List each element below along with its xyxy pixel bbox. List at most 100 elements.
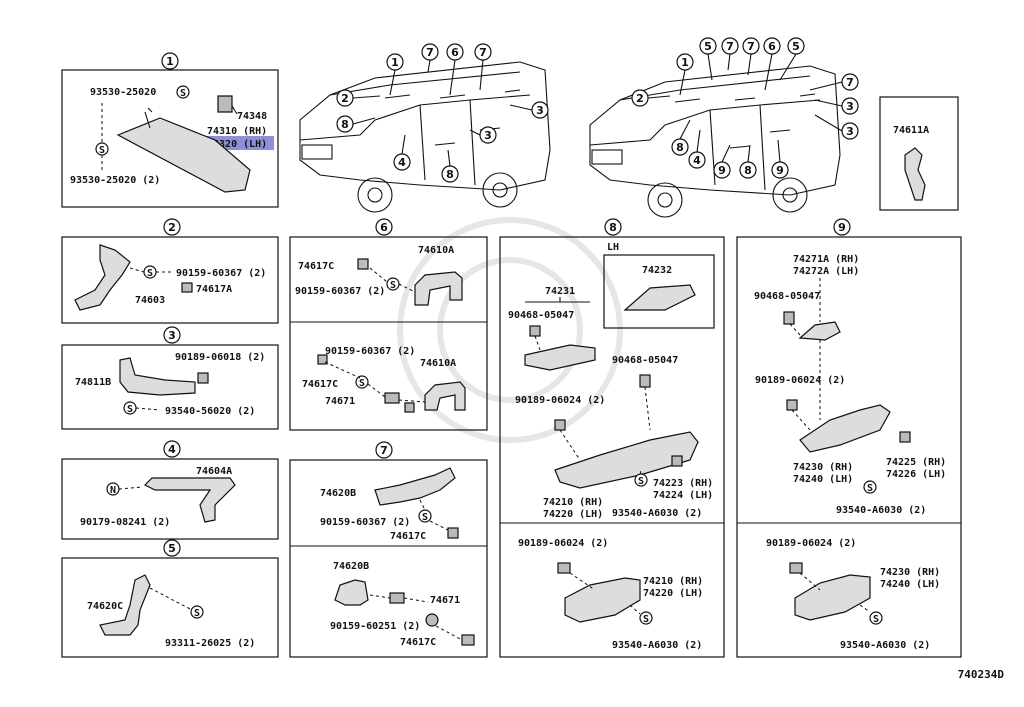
callout-4[interactable]: 4	[393, 153, 411, 171]
part-74225-rh[interactable]: 74225 (RH)	[886, 457, 946, 468]
clip-74225[interactable]	[899, 431, 911, 443]
clip-74223[interactable]	[671, 455, 683, 467]
grip-74610a-b[interactable]	[424, 381, 466, 411]
part-74617c[interactable]: 74617C	[298, 261, 334, 272]
part-74604a[interactable]: 74604A	[196, 466, 232, 477]
part-90468-05047[interactable]: 90468-05047	[508, 310, 574, 321]
callout-1[interactable]: 1	[386, 53, 404, 71]
part-74611a[interactable]: 74611A	[893, 125, 929, 136]
cap-74617c-7b[interactable]	[461, 634, 475, 646]
grip-74611a[interactable]	[904, 147, 926, 201]
bracket-74671[interactable]	[384, 392, 400, 404]
callout-8[interactable]: 8	[739, 161, 757, 179]
callout-9[interactable]: 9	[771, 161, 789, 179]
armrest-74210[interactable]	[554, 431, 699, 489]
part-90189-06024-9b[interactable]: 90189-06024 (2)	[766, 538, 856, 549]
part-74610a[interactable]: 74610A	[418, 245, 454, 256]
visor-holder[interactable]	[217, 95, 233, 113]
part-90189-06024[interactable]: 90189-06024 (2)	[515, 395, 605, 406]
callout-8[interactable]: 8	[441, 165, 459, 183]
part-90159-60367[interactable]: 90159-60367 (2)	[295, 286, 385, 297]
part-93530-25020-2[interactable]: 93530-25020 (2)	[70, 175, 160, 186]
clip-90468-05047-b[interactable]	[639, 374, 651, 388]
part-74272a-lh[interactable]: 74272A (LH)	[793, 266, 859, 277]
part-74617c-b[interactable]: 74617C	[302, 379, 338, 390]
clip-90468-05047-9[interactable]	[783, 311, 795, 325]
armrest-74230[interactable]	[799, 404, 891, 453]
part-74220-lh-b[interactable]: 74220 (LH)	[643, 588, 703, 599]
part-93540-a6030[interactable]: 93540-A6030 (2)	[612, 508, 702, 519]
part-74271a-rh[interactable]: 74271A (RH)	[793, 254, 859, 265]
part-90189-06024-b[interactable]: 90189-06024 (2)	[518, 538, 608, 549]
assist-grip-74620c[interactable]	[99, 574, 151, 636]
callout-7[interactable]: 7	[721, 37, 739, 55]
callout-1[interactable]: 1	[676, 53, 694, 71]
callout-4[interactable]: 4	[688, 151, 706, 169]
part-90159-60251[interactable]: 90159-60251 (2)	[330, 621, 420, 632]
callout-8[interactable]: 8	[336, 115, 354, 133]
part-74310-rh[interactable]: 74310 (RH)	[207, 126, 267, 137]
callout-6[interactable]: 6	[763, 37, 781, 55]
clip-90189-06024-b[interactable]	[557, 562, 571, 574]
callout-3[interactable]: 3	[531, 101, 549, 119]
part-90189-06018[interactable]: 90189-06018 (2)	[175, 352, 265, 363]
bracket-74671-7[interactable]	[389, 592, 405, 604]
callout-8[interactable]: 8	[671, 138, 689, 156]
part-74232[interactable]: 74232	[642, 265, 672, 276]
cap-74617a[interactable]	[181, 282, 193, 293]
part-74617c-7b[interactable]: 74617C	[400, 637, 436, 648]
part-74210-rh-b[interactable]: 74210 (RH)	[643, 576, 703, 587]
part-74617a[interactable]: 74617A	[196, 284, 232, 295]
callout-3[interactable]: 3	[479, 126, 497, 144]
part-93540-a6030-9[interactable]: 93540-A6030 (2)	[836, 505, 926, 516]
part-74620b[interactable]: 74620B	[320, 488, 356, 499]
part-74620b-b[interactable]: 74620B	[333, 561, 369, 572]
callout-9[interactable]: 9	[713, 161, 731, 179]
clip-90468-05047[interactable]	[529, 325, 541, 337]
part-74320-lh[interactable]: 74320 (LH)	[207, 139, 267, 150]
grip-74610a[interactable]	[414, 271, 463, 306]
part-74230-rh[interactable]: 74230 (RH)	[793, 462, 853, 473]
cap-74617c-b2[interactable]	[404, 402, 415, 413]
assist-grip-74603[interactable]	[74, 244, 131, 311]
sun-visor[interactable]	[116, 117, 251, 193]
part-90159-60367-7[interactable]: 90159-60367 (2)	[320, 517, 410, 528]
part-93540-a6030-b[interactable]: 93540-A6030 (2)	[612, 640, 702, 651]
callout-5[interactable]: 5	[787, 37, 805, 55]
screw-90159-60251[interactable]	[425, 613, 439, 627]
part-90159-60367-b[interactable]: 90159-60367 (2)	[325, 346, 415, 357]
part-74224-lh[interactable]: 74224 (LH)	[653, 490, 713, 501]
part-74617c-7[interactable]: 74617C	[390, 531, 426, 542]
part-74811b[interactable]: 74811B	[75, 377, 111, 388]
cap-74617c[interactable]	[357, 258, 369, 270]
part-74610a-b[interactable]: 74610A	[420, 358, 456, 369]
switch-base-74231[interactable]	[524, 344, 596, 371]
part-74210-rh[interactable]: 74210 (RH)	[543, 497, 603, 508]
part-90189-06024-9[interactable]: 90189-06024 (2)	[755, 375, 845, 386]
part-74348[interactable]: 74348	[237, 111, 267, 122]
part-74231[interactable]: 74231	[545, 286, 575, 297]
part-74620c[interactable]: 74620C	[87, 601, 123, 612]
clip-90189-06024-9[interactable]	[786, 399, 798, 411]
armrest-74210-b[interactable]	[564, 577, 641, 623]
clip-90189-06018[interactable]	[197, 372, 209, 384]
part-93530-25020[interactable]: 93530-25020	[90, 87, 156, 98]
part-74223-rh[interactable]: 74223 (RH)	[653, 478, 713, 489]
callout-3[interactable]: 3	[841, 97, 859, 115]
part-90159-60367[interactable]: 90159-60367 (2)	[176, 268, 266, 279]
callout-6[interactable]: 6	[446, 43, 464, 61]
part-90468-05047-9[interactable]: 90468-05047	[754, 291, 820, 302]
clip-90189-06024-9b[interactable]	[789, 562, 803, 574]
part-93311-26025[interactable]: 93311-26025 (2)	[165, 638, 255, 649]
cover-74232[interactable]	[623, 284, 696, 311]
grip-74620b-b[interactable]	[334, 579, 369, 606]
armrest-74230-b[interactable]	[794, 574, 871, 621]
part-74671[interactable]: 74671	[325, 396, 355, 407]
callout-7[interactable]: 7	[421, 43, 439, 61]
callout-5[interactable]: 5	[699, 37, 717, 55]
switch-base-74271a[interactable]	[798, 321, 841, 341]
part-74240-lh[interactable]: 74240 (LH)	[793, 474, 853, 485]
callout-3[interactable]: 3	[841, 122, 859, 140]
part-74671-7[interactable]: 74671	[430, 595, 460, 606]
grip-74620b[interactable]	[374, 467, 456, 506]
